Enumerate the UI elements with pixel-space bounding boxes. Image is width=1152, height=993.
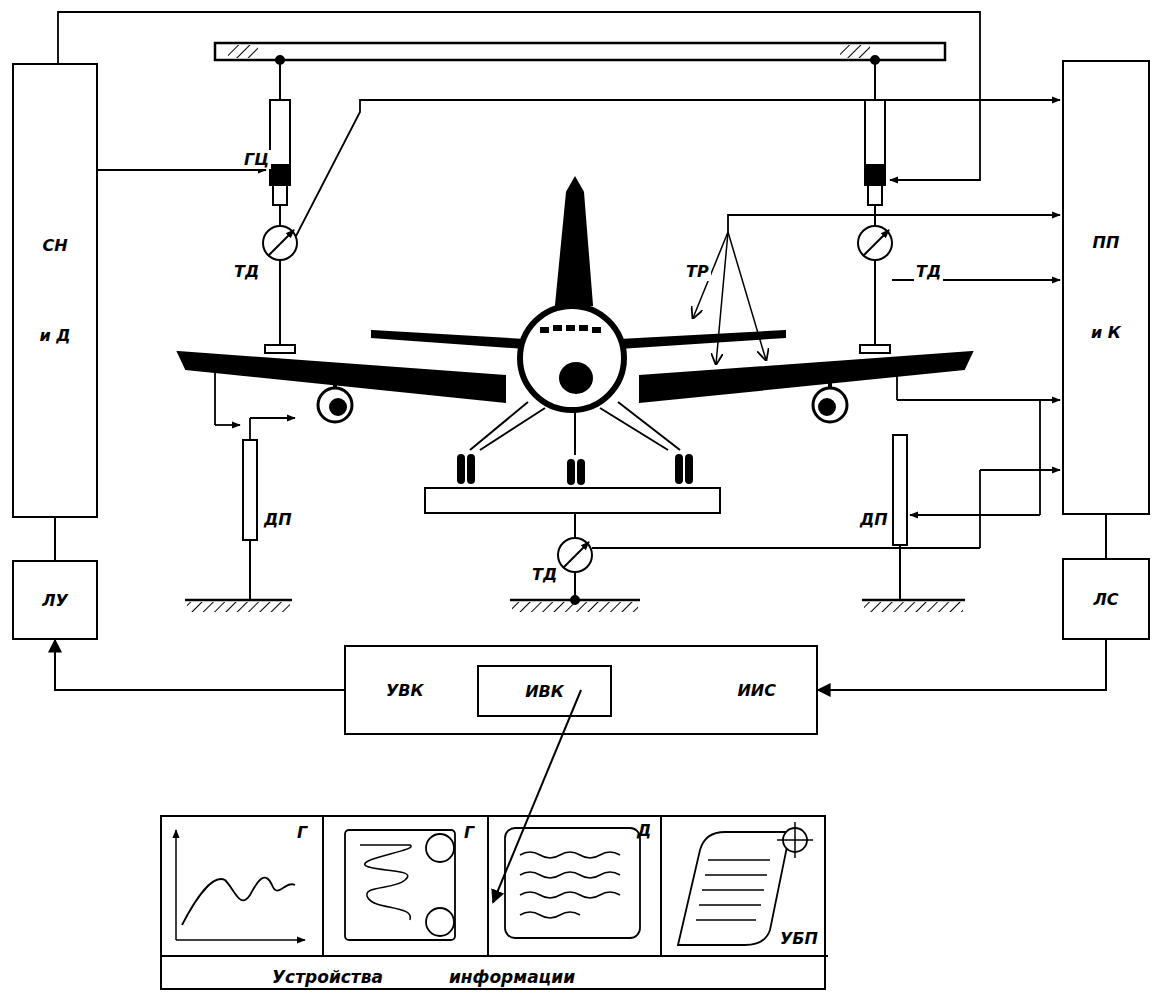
node-text: ЛУ — [42, 591, 68, 610]
display-cell: Д — [489, 817, 662, 957]
node-text: УБП — [780, 929, 818, 948]
process-box: СН и Д — [12, 63, 98, 518]
node-text: СН и Д — [36, 201, 74, 381]
connector — [55, 640, 344, 690]
node-text: Г — [464, 823, 474, 842]
connector — [54, 518, 56, 560]
connector — [818, 640, 1106, 690]
output-band: Г Г Д УБП Устройства информации — [160, 815, 826, 990]
part-label: ТД — [914, 262, 943, 281]
printer-cell: УБП — [662, 817, 828, 957]
node-text: ПП и К — [1087, 198, 1125, 378]
part-label: ТР — [684, 262, 711, 281]
part-label: ТД — [232, 262, 261, 281]
part-label: ТД — [530, 565, 559, 584]
process-box: ЛУ — [12, 560, 98, 640]
process-box: ИВК — [477, 665, 612, 717]
node-text: ИИС — [737, 681, 776, 700]
part-label: ГЦ — [242, 150, 271, 169]
computer-complex-box: ИВК УВК ИИС — [344, 645, 818, 735]
display-cell: Г — [162, 817, 324, 957]
node-text: ЛС — [1093, 590, 1118, 609]
node-text: ИВК — [525, 682, 564, 701]
node-text: Устройства информации — [272, 967, 575, 987]
connector — [1105, 515, 1107, 558]
node-text: УВК — [386, 681, 424, 700]
node-text: Г — [297, 823, 307, 842]
part-label: ДП — [858, 510, 890, 529]
node-text: Д — [637, 821, 651, 840]
connector — [493, 690, 581, 903]
display-cell: Г — [324, 817, 489, 957]
part-label: ДП — [262, 510, 294, 529]
process-box: ПП и К — [1062, 60, 1150, 515]
process-box: ЛС — [1062, 558, 1150, 640]
